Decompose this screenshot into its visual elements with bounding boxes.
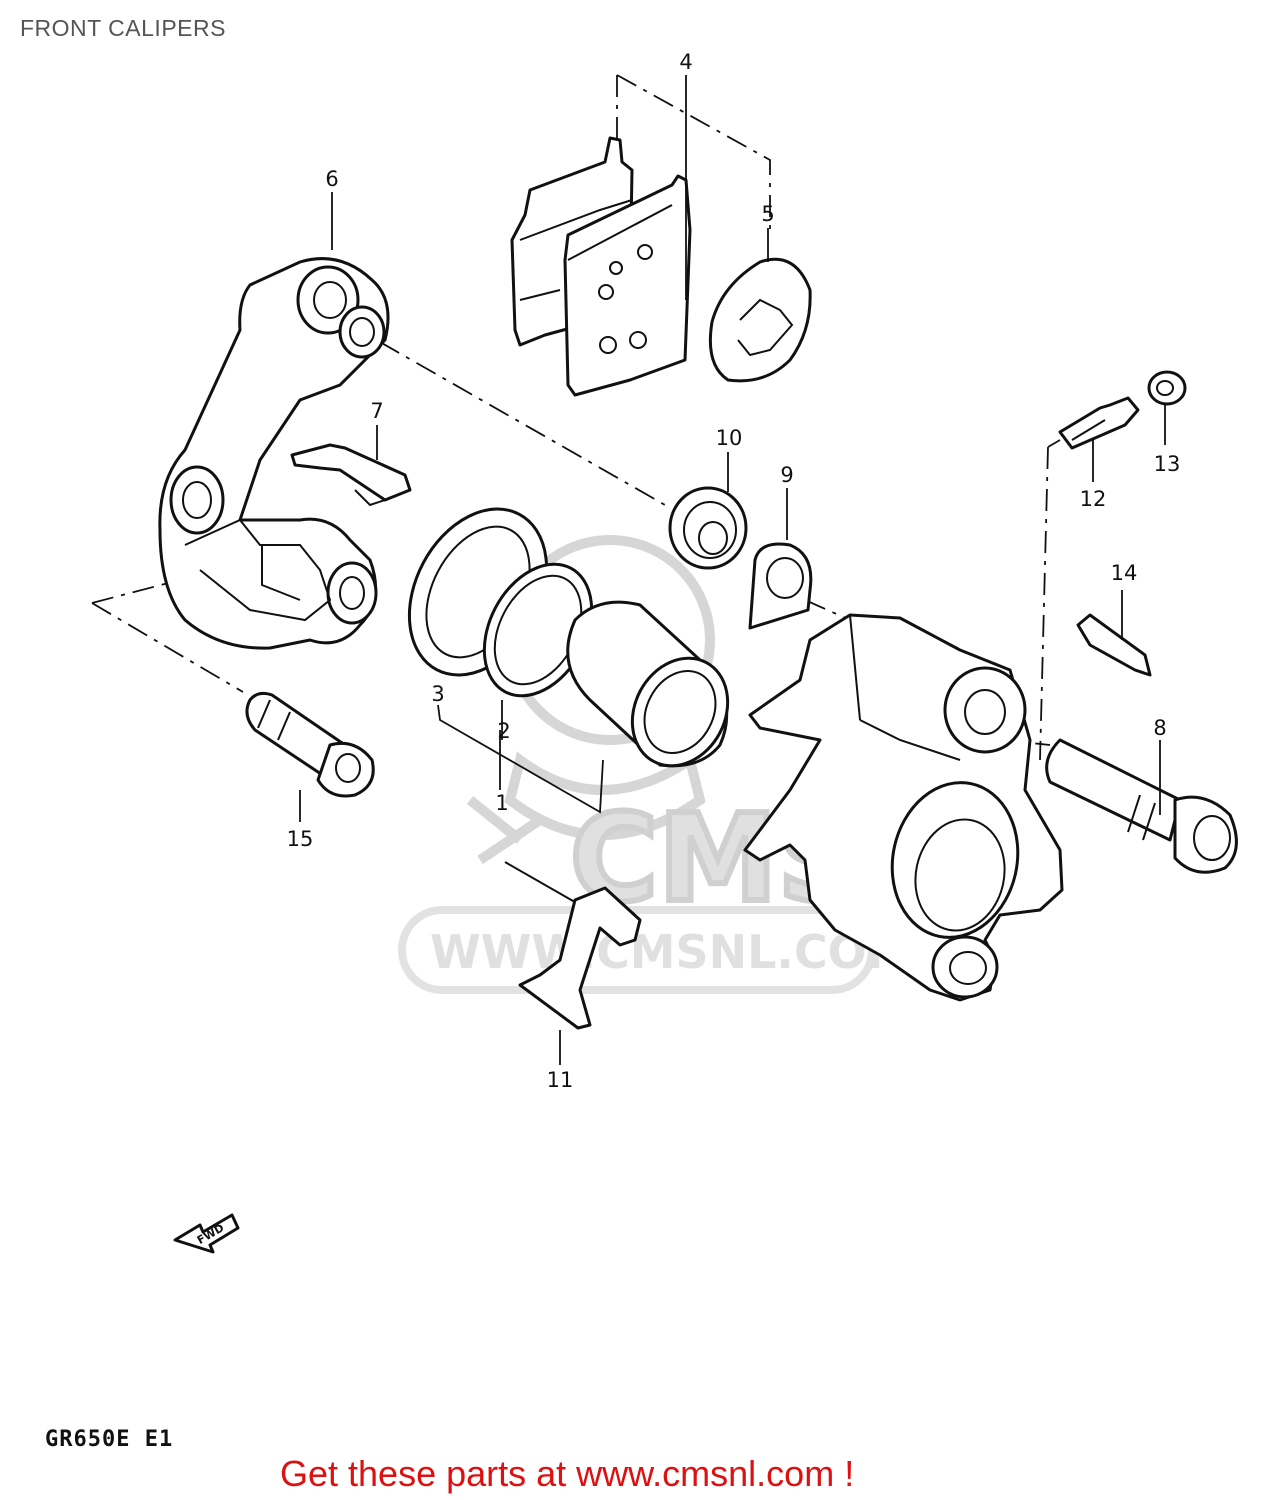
page-title: FRONT CALIPERS (20, 15, 226, 41)
callout-5: 5 (761, 202, 774, 226)
bleeder-valve (1058, 396, 1140, 450)
callout-6: 6 (325, 167, 338, 191)
brake-pads (510, 136, 692, 397)
piston-seals (407, 507, 594, 698)
pin-boot (668, 486, 748, 570)
caliper-body (743, 613, 1064, 1002)
callout-13: 13 (1154, 452, 1181, 476)
footer-link[interactable]: Get these parts at www.cmsnl.com ! (280, 1453, 855, 1494)
caliper-bracket (158, 257, 390, 650)
caliper-piston (566, 600, 730, 768)
callout-11: 11 (547, 1068, 574, 1092)
mounting-bolt (245, 691, 375, 798)
model-code: GR650E E1 (45, 1427, 174, 1452)
callout-14: 14 (1111, 561, 1138, 585)
pad-shim (708, 257, 812, 383)
watermark-url: WWW.CMSNL.COM (430, 925, 913, 979)
callout-9: 9 (780, 463, 793, 487)
callout-8: 8 (1153, 716, 1166, 740)
pad-spring (290, 443, 412, 507)
callout-1: 1 (495, 791, 508, 815)
callout-3: 3 (431, 682, 444, 706)
callout-10: 10 (716, 426, 743, 450)
callout-15: 15 (287, 827, 314, 851)
callout-12: 12 (1080, 487, 1107, 511)
callout-7: 7 (370, 399, 383, 423)
callout-leaders (299, 75, 1166, 1065)
callout-2: 2 (497, 719, 510, 743)
bleeder-cap (1147, 370, 1187, 406)
slide-pin-bolt (1045, 738, 1238, 874)
callout-4: 4 (679, 50, 692, 74)
forward-arrow-icon: FWD (173, 1213, 240, 1254)
pad-retainer (504, 861, 642, 1030)
pad-clip (1076, 613, 1152, 677)
pin-boot-2 (748, 542, 813, 630)
callout-numbers: 1 2 3 4 5 6 7 8 9 10 11 12 13 14 15 (287, 50, 1181, 1092)
